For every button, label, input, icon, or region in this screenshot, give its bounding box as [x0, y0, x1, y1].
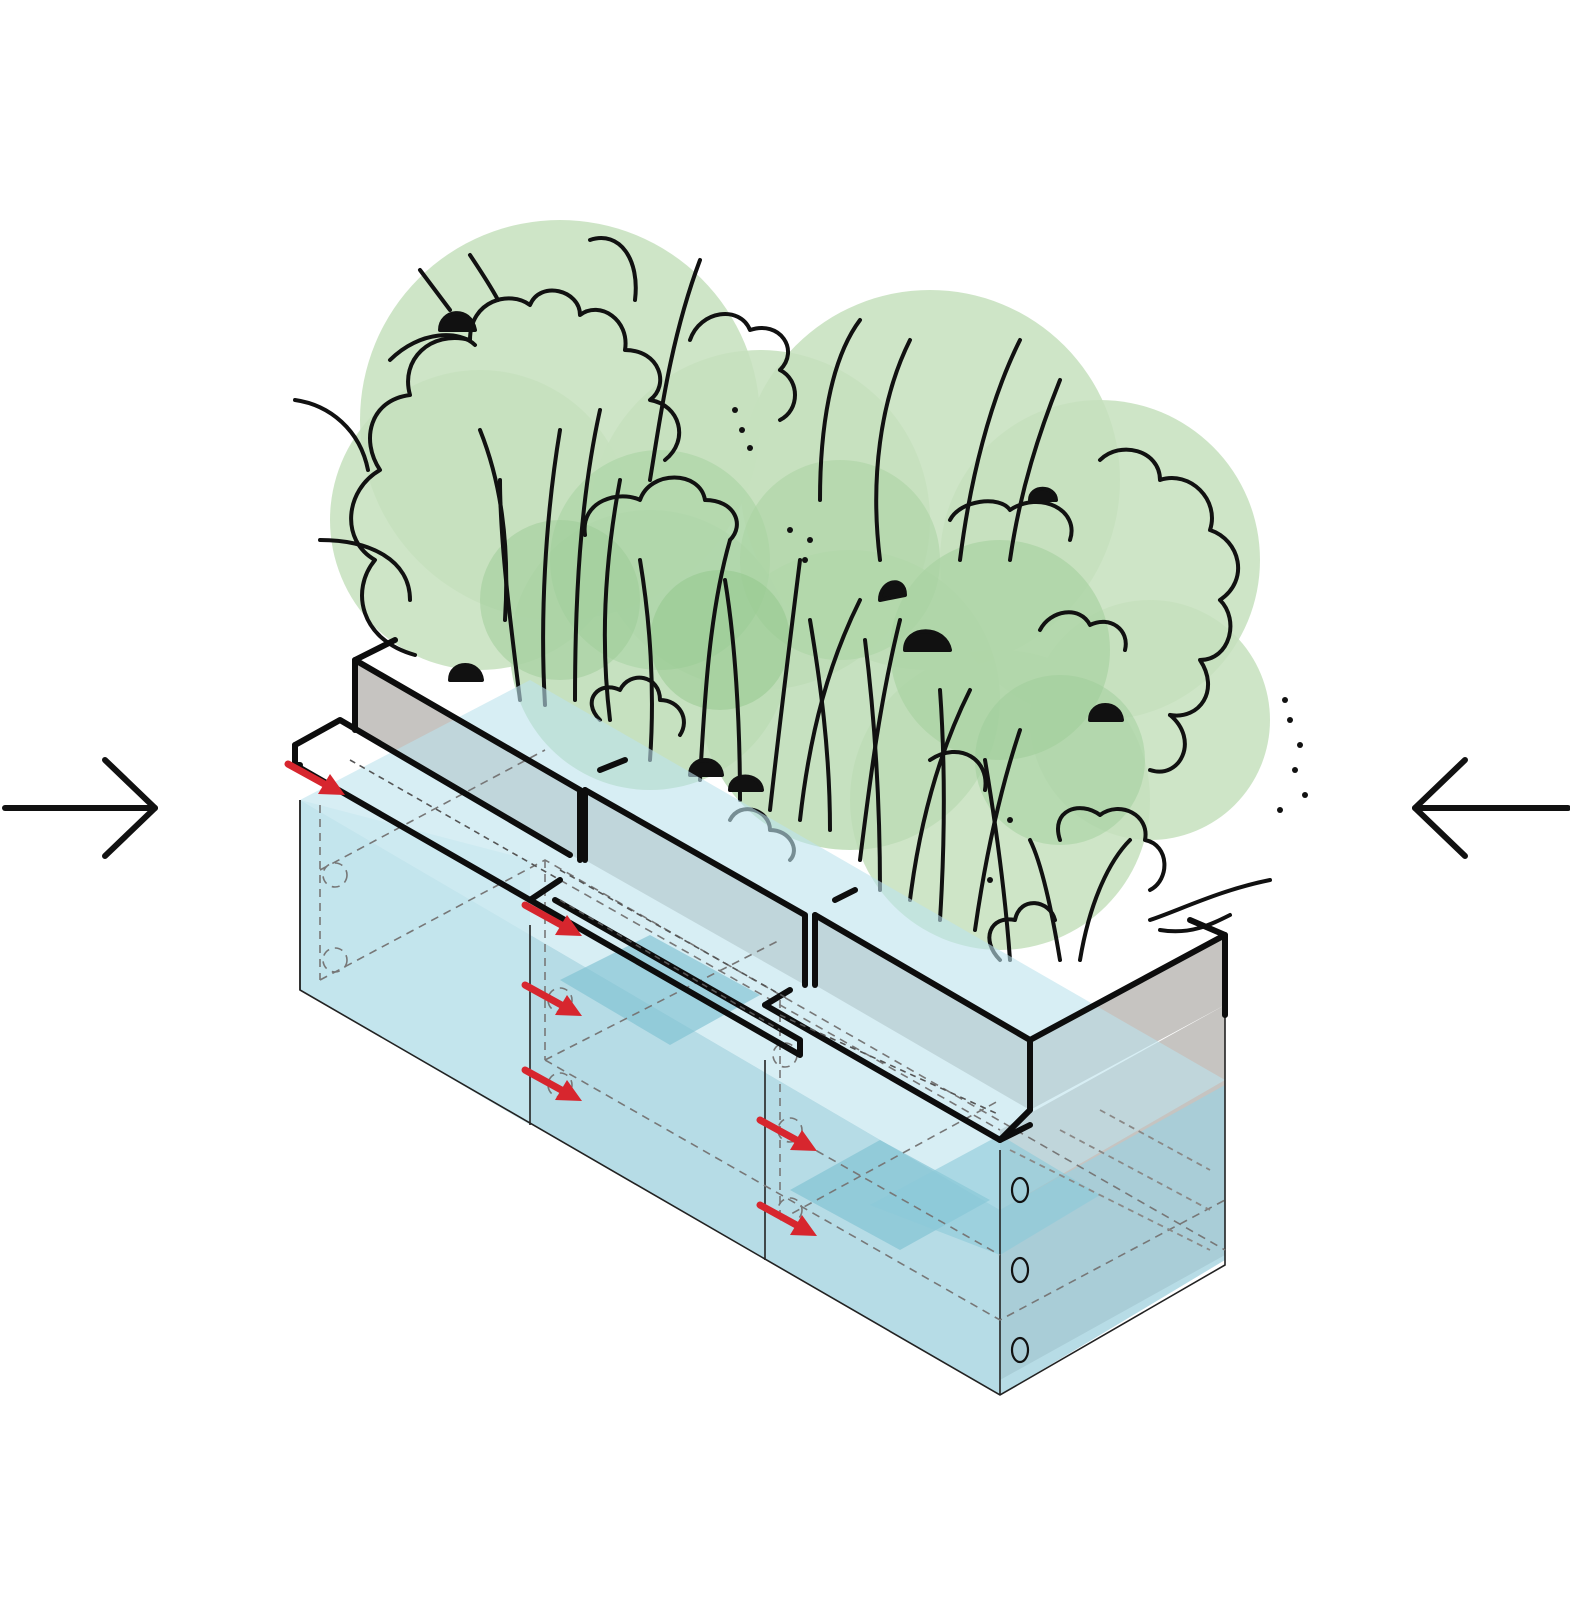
plant-linework: [293, 236, 1272, 962]
red-flow-arrow-icon: [756, 1116, 817, 1151]
red-flow-arrow-icon: [521, 1066, 582, 1101]
red-flow-arrow-icon: [521, 901, 582, 936]
arrow-left-icon: [1412, 757, 1570, 859]
planter-rims: [292, 637, 1228, 1143]
flow-arrows: [284, 760, 817, 1236]
rim-hatching: [349, 759, 1001, 1116]
red-flow-arrow-icon: [521, 981, 582, 1016]
red-flow-arrow-icon: [284, 760, 345, 795]
arrow-right-icon: [2, 757, 158, 859]
water-tank: [299, 680, 1226, 1396]
foliage-dots: [732, 407, 1308, 883]
red-flow-arrow-icon: [756, 1201, 817, 1236]
